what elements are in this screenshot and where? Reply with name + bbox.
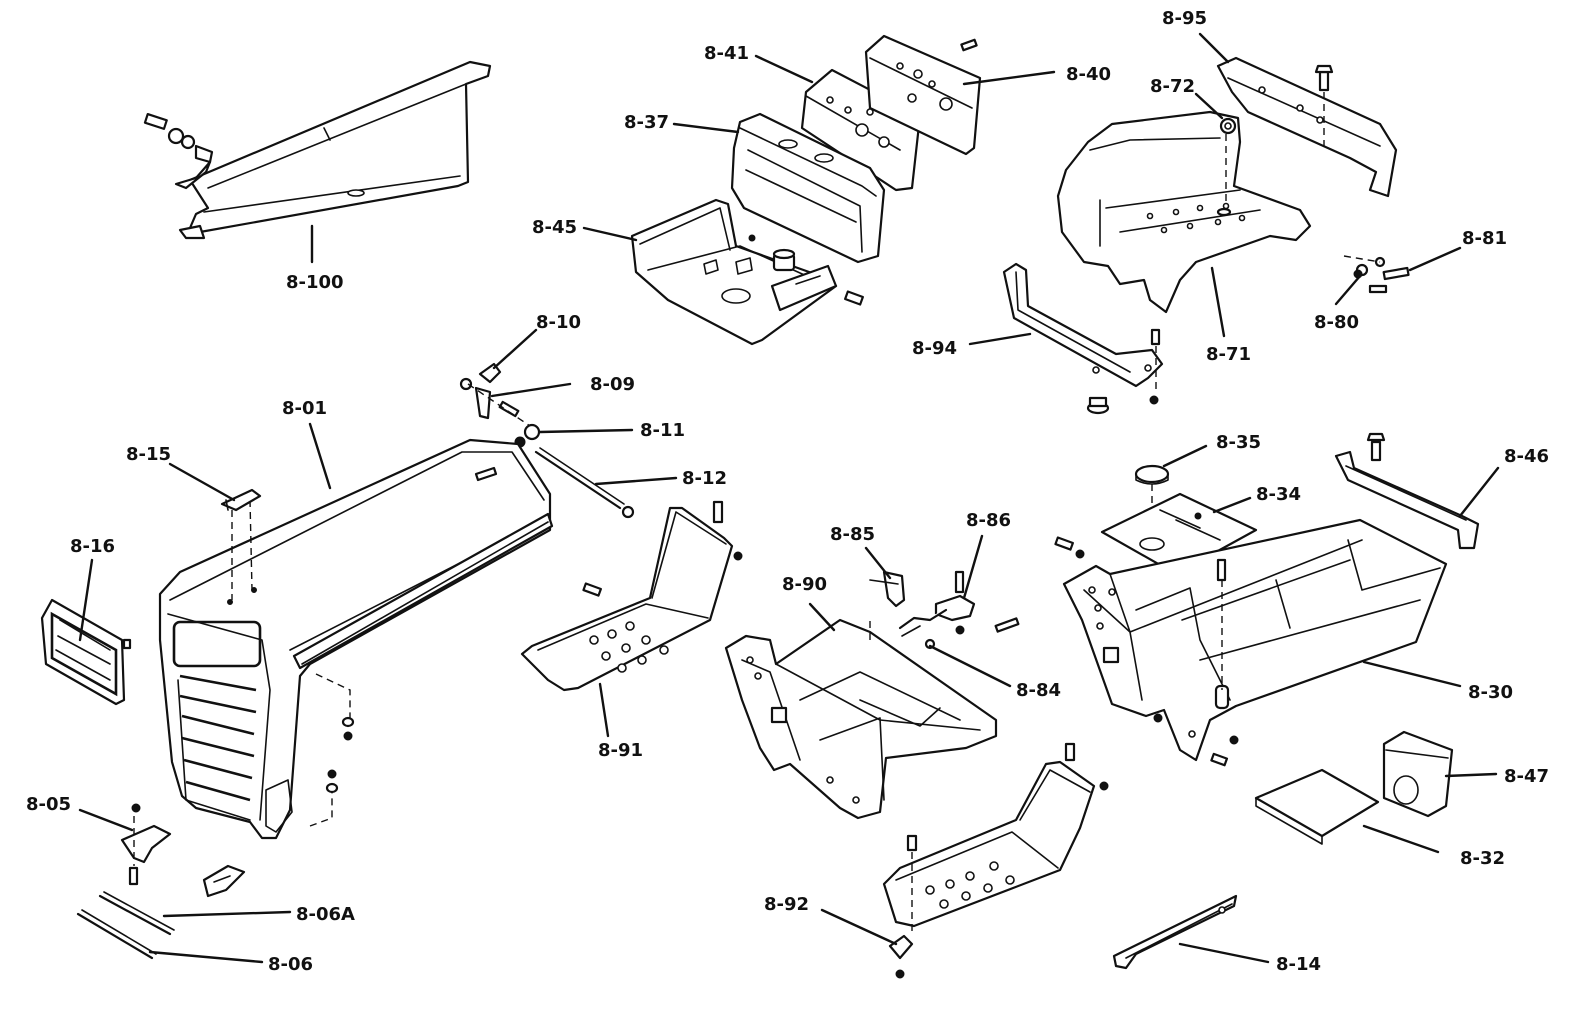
callout-8-35: 8-35 <box>1216 432 1261 453</box>
part-8-01-hood <box>158 438 554 840</box>
leader-8-01 <box>308 422 332 490</box>
callout-8-34: 8-34 <box>1256 484 1301 505</box>
part-8-06-rod <box>76 909 157 960</box>
leader-8-11 <box>538 428 634 434</box>
part-8-92-foot-plate <box>882 742 1109 979</box>
leader-8-47 <box>1444 772 1498 778</box>
leader-8-86 <box>962 534 984 600</box>
callout-8-80: 8-80 <box>1314 312 1359 333</box>
callout-8-01: 8-01 <box>282 398 327 419</box>
leader-8-06 <box>148 950 264 964</box>
leader-8-34 <box>1212 496 1252 514</box>
part-8-09-latch <box>459 377 531 427</box>
part-8-41-plate <box>800 68 922 192</box>
callout-8-09: 8-09 <box>590 374 635 395</box>
leader-8-46 <box>1458 466 1500 518</box>
part-8-47-bracket <box>1382 730 1454 818</box>
part-8-91-foot-plate <box>520 500 743 692</box>
part-8-95-seat-bracket <box>1216 56 1398 198</box>
part-8-32-plate <box>1254 768 1380 845</box>
leader-8-71 <box>1210 266 1226 338</box>
callout-8-30: 8-30 <box>1468 682 1513 703</box>
part-8-40-plate <box>864 34 982 156</box>
callout-8-81: 8-81 <box>1462 228 1507 249</box>
leader-8-40 <box>962 70 1056 86</box>
callout-8-06A: 8-06A <box>296 904 355 925</box>
callout-8-100: 8-100 <box>286 272 344 293</box>
callout-8-86: 8-86 <box>966 510 1011 531</box>
callout-8-16: 8-16 <box>70 536 115 557</box>
leader-8-10 <box>492 328 538 370</box>
callout-8-47: 8-47 <box>1504 766 1549 787</box>
part-8-12-rod <box>534 447 635 519</box>
leader-8-15 <box>168 462 236 502</box>
part-8-37-dash-housing <box>730 112 886 264</box>
callout-8-37: 8-37 <box>624 112 669 133</box>
callout-8-45: 8-45 <box>532 217 577 238</box>
callout-labels: 8-100 8-41 8-40 8-37 8-45 8-95 8-72 8-81… <box>26 8 1549 975</box>
callout-8-84: 8-84 <box>1016 680 1061 701</box>
leader-8-32 <box>1362 824 1440 854</box>
callout-8-11: 8-11 <box>640 420 685 441</box>
part-8-15-bracket <box>220 488 262 512</box>
callout-8-10: 8-10 <box>536 312 581 333</box>
callout-8-15: 8-15 <box>126 444 171 465</box>
leader-8-91 <box>598 682 610 738</box>
leader-8-85 <box>864 546 892 580</box>
leader-8-14 <box>1178 942 1270 964</box>
leader-8-72 <box>1194 92 1224 120</box>
callout-8-41: 8-41 <box>704 43 749 64</box>
leader-8-30 <box>1362 660 1462 688</box>
part-8-86-bracket <box>934 570 1020 635</box>
callout-8-94: 8-94 <box>912 338 957 359</box>
leader-8-41 <box>754 54 814 84</box>
leader-8-94 <box>968 332 1032 346</box>
part-8-34-plate <box>1100 492 1258 576</box>
leader-8-80 <box>1334 274 1362 306</box>
leader-lines <box>78 32 1500 964</box>
callout-8-46: 8-46 <box>1504 446 1549 467</box>
part-8-30-frame <box>1054 518 1448 767</box>
callout-8-71: 8-71 <box>1206 344 1251 365</box>
leader-8-45 <box>582 226 638 242</box>
part-8-14-bar <box>1112 894 1238 970</box>
part-8-100-bracket <box>143 60 492 240</box>
part-8-46-support <box>1334 432 1480 550</box>
leader-8-05 <box>78 808 134 832</box>
callout-8-91: 8-91 <box>598 740 643 761</box>
leader-8-81 <box>1408 246 1462 272</box>
callout-8-90: 8-90 <box>782 574 827 595</box>
callout-8-32: 8-32 <box>1460 848 1505 869</box>
callout-8-06: 8-06 <box>268 954 313 975</box>
leader-8-12 <box>594 476 678 486</box>
part-8-45-battery-tray <box>630 198 864 346</box>
leader-8-90 <box>808 602 836 632</box>
callout-8-14: 8-14 <box>1276 954 1321 975</box>
leader-8-95 <box>1198 32 1230 64</box>
part-8-94-seat-support <box>1002 262 1164 415</box>
leader-8-37 <box>672 122 740 134</box>
callout-8-92: 8-92 <box>764 894 809 915</box>
part-8-06A-rod <box>98 891 175 936</box>
part-8-05b-bracket <box>202 864 246 898</box>
part-8-80-81-pivot-hardware <box>1343 255 1410 294</box>
callout-8-40: 8-40 <box>1066 64 1111 85</box>
leader-8-84 <box>928 644 1012 688</box>
leader-8-16 <box>78 558 94 642</box>
callout-8-85: 8-85 <box>830 524 875 545</box>
part-8-85-pedal-bracket <box>869 570 906 608</box>
callout-8-12: 8-12 <box>682 468 727 489</box>
leader-8-09 <box>490 382 572 398</box>
part-8-16-grille-insert <box>40 598 132 706</box>
leader-8-06A <box>162 910 292 918</box>
part-8-90-frame <box>724 618 998 820</box>
part-8-05-bracket <box>120 803 172 886</box>
callout-8-95: 8-95 <box>1162 8 1207 29</box>
leader-8-35 <box>1162 444 1208 468</box>
leader-8-92 <box>820 908 898 946</box>
part-8-71-seat <box>1056 110 1312 314</box>
callout-8-05: 8-05 <box>26 794 71 815</box>
callout-8-72: 8-72 <box>1150 76 1195 97</box>
